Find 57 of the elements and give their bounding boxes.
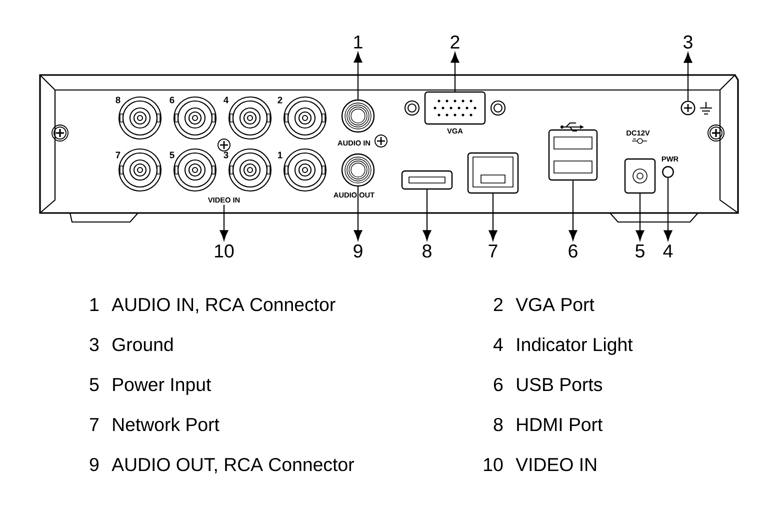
callout-number: 3 [684,35,692,49]
item-text: VGA Port [516,298,594,312]
rca-jack [341,153,375,187]
item-number: 1 [90,298,98,311]
callout-number: 7 [488,244,498,258]
item-number: 10 [484,458,503,472]
leader-arrow [488,194,498,241]
vga-connector [424,91,486,125]
channel-number: 4 [224,96,229,104]
item-text: USB Ports [517,378,602,392]
leader-arrow [664,178,672,241]
item-text: Power Input [113,378,212,395]
item-number: 9 [90,458,99,472]
callout-number: 5 [636,244,644,258]
item-text: Ground [112,337,173,352]
indicator-light [662,166,674,178]
channel-number: 7 [116,152,120,158]
item-number: 5 [90,378,99,392]
item-text: AUDIO OUT, RCA Connector [112,458,354,474]
channel-number: 5 [170,152,174,158]
leader-arrow [636,194,644,241]
hdmi-port [401,170,453,190]
callout-number: 4 [663,244,673,258]
item-text: Network Port [113,417,220,432]
leader-arrow [422,190,432,241]
item-text: HDMI Port [517,418,603,432]
power-jack [624,158,656,194]
channel-number: 8 [116,96,120,104]
channel-number: 3 [224,152,228,158]
callout-number: 1 [354,36,362,48]
channel-number: 6 [170,96,174,104]
callout-number: 10 [215,244,234,258]
leader-arrow [220,204,228,241]
callout-number: 2 [450,35,460,49]
item-text: VIDEO IN [516,458,596,472]
item-number: 3 [90,338,99,352]
rca-jack [341,99,375,133]
item-number: 4 [493,338,503,351]
usb-ports [548,129,598,181]
item-number: 7 [90,418,98,431]
item-text: AUDIO IN, RCA Connector [112,298,336,314]
item-number: 6 [494,378,503,392]
network-port [467,152,519,194]
leader-arrow [354,52,362,100]
callout-number: 6 [568,244,578,258]
channel-number: 2 [278,96,282,104]
leader-arrow [354,186,362,241]
ground-screw [680,100,696,116]
callout-number: 9 [354,244,362,258]
item-number: 8 [494,418,503,432]
callout-number: 8 [422,244,432,258]
leader-arrow [568,180,578,241]
leader-arrow [450,52,460,92]
item-text: Indicator Light [517,337,633,355]
item-number: 2 [494,298,502,311]
leader-arrow [684,52,692,101]
channel-number: 1 [278,152,282,158]
